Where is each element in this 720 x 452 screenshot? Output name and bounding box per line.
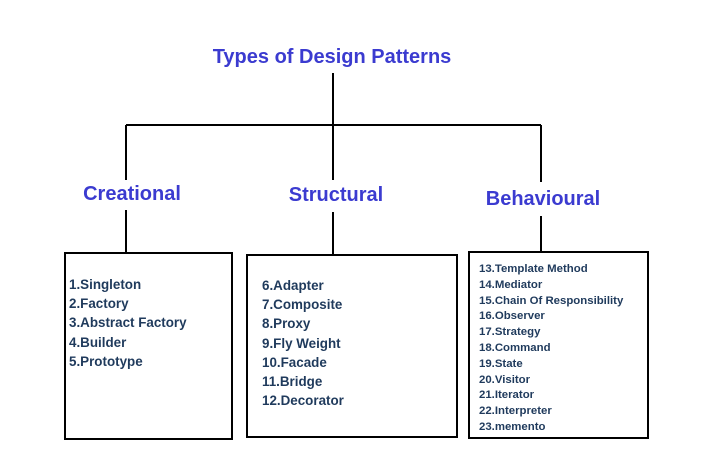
category-structural-heading: Structural xyxy=(288,184,384,206)
pattern-item: 14.Mediator xyxy=(479,278,543,291)
pattern-item: 23.memento xyxy=(479,420,546,433)
behavioural-patterns-box: 13.Template Method 14.Mediator 15.Chain … xyxy=(468,251,649,439)
pattern-item: 7.Composite xyxy=(262,297,343,313)
pattern-item: 13.Template Method xyxy=(479,263,588,275)
pattern-item: 6.Adapter xyxy=(262,278,324,293)
pattern-item: 8.Proxy xyxy=(262,316,311,332)
pattern-item: 20.Visitor xyxy=(479,373,531,386)
category-creational-heading: Creational xyxy=(83,183,181,205)
pattern-item: 19.State xyxy=(479,357,523,370)
pattern-item: 5.Prototype xyxy=(69,353,143,369)
pattern-item: 10.Facade xyxy=(262,354,327,370)
pattern-item: 1.Singleton xyxy=(69,277,142,292)
pattern-item: 15.Chain Of Responsibility xyxy=(479,294,624,307)
pattern-item: 21.Iterator xyxy=(479,389,535,402)
pattern-item: 17.Strategy xyxy=(479,326,541,339)
pattern-item: 2.Factory xyxy=(69,296,129,312)
pattern-item: 3.Abstract Factory xyxy=(69,315,187,331)
structural-pattern-list: 6.Adapter 7.Composite 8.Proxy 9.Fly Weig… xyxy=(262,276,456,410)
structural-patterns-box: 6.Adapter 7.Composite 8.Proxy 9.Fly Weig… xyxy=(246,254,458,438)
pattern-item: 12.Decorator xyxy=(262,393,344,409)
diagram-title: Types of Design Patterns xyxy=(212,46,452,68)
pattern-item: 11.Bridge xyxy=(262,374,323,390)
pattern-item: 9.Fly Weight xyxy=(262,335,341,351)
pattern-item: 22.Interpreter xyxy=(479,405,552,418)
behavioural-pattern-list: 13.Template Method 14.Mediator 15.Chain … xyxy=(479,262,647,436)
category-behavioural-heading: Behavioural xyxy=(485,188,601,210)
creational-patterns-box: 1.Singleton 2.Factory 3.Abstract Factory… xyxy=(64,252,233,440)
creational-pattern-list: 1.Singleton 2.Factory 3.Abstract Factory… xyxy=(69,275,231,371)
pattern-item: 18.Command xyxy=(479,341,551,354)
pattern-item: 16.Observer xyxy=(479,310,545,323)
pattern-item: 4.Builder xyxy=(69,334,127,350)
